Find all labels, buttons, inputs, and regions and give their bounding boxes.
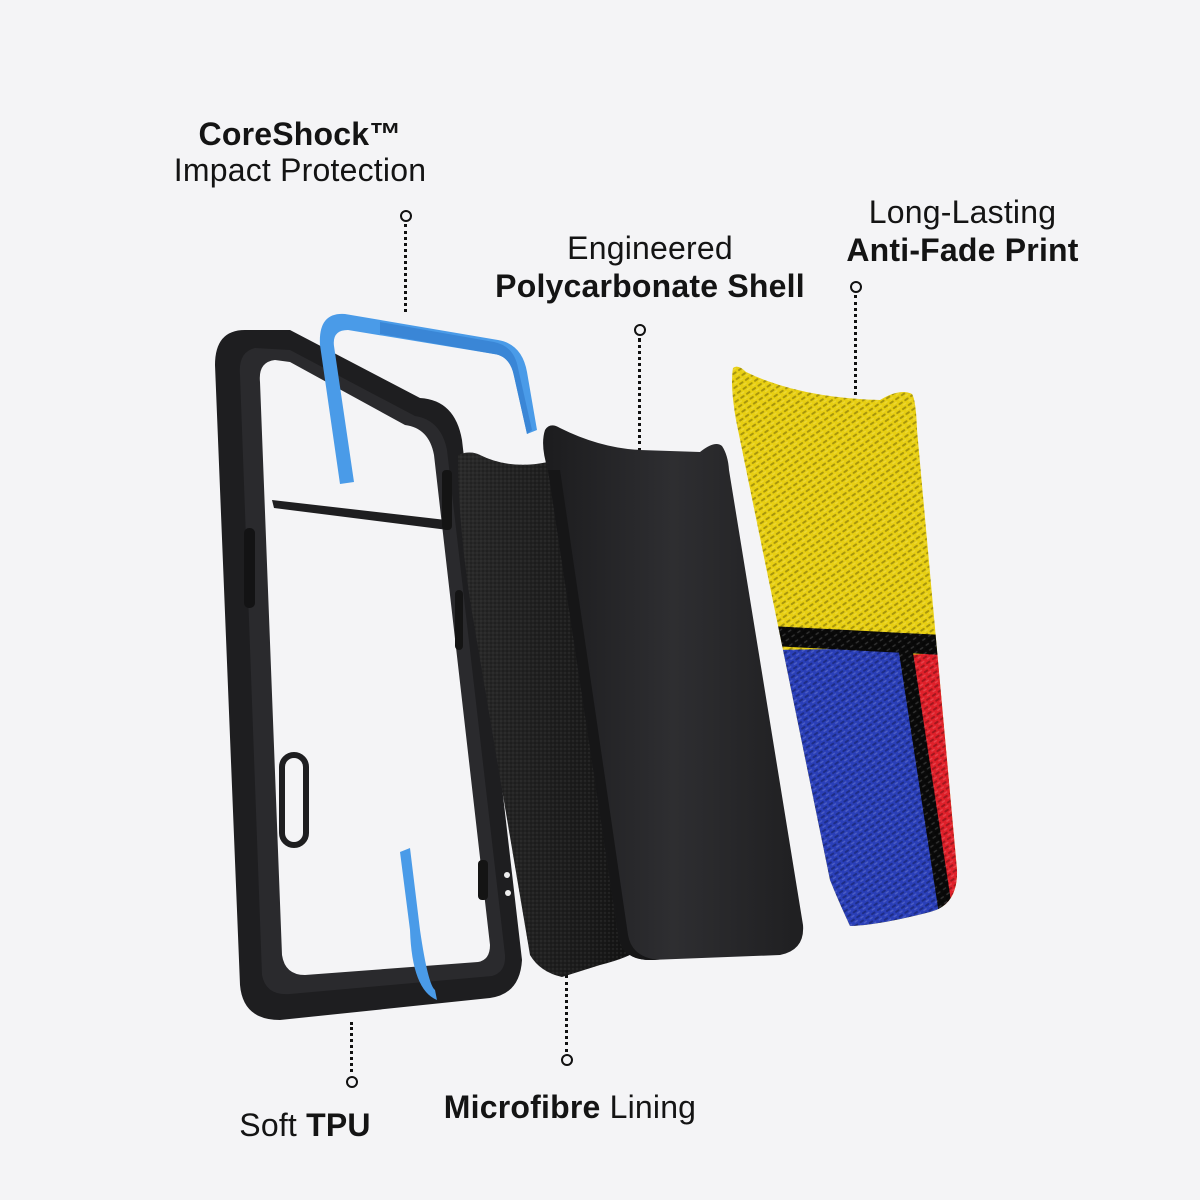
polycarbonate-leader-line: [638, 338, 641, 452]
print-subtitle: Long-Lasting: [868, 194, 1057, 230]
print-pin-icon: [850, 281, 862, 293]
tpu-prefix: Soft: [239, 1107, 298, 1143]
polycarbonate-callout: Engineered Polycarbonate Shell: [470, 229, 830, 305]
print-leader-line: [854, 295, 857, 395]
polycarbonate-pin-icon: [634, 324, 646, 336]
polycarbonate-title: Polycarbonate Shell: [495, 268, 805, 304]
coreshock-pin-icon: [400, 210, 412, 222]
tpu-pin-icon: [346, 1076, 358, 1088]
tpu-callout: Soft TPU: [220, 1106, 390, 1144]
print-title: Anti-Fade Print: [846, 232, 1079, 268]
microfibre-pin-icon: [561, 1054, 573, 1066]
tpu-title: TPU: [306, 1107, 371, 1143]
microfibre-suffix: Lining: [609, 1089, 697, 1125]
microfibre-title: Microfibre: [443, 1089, 601, 1125]
coreshock-insert-bottom: [400, 848, 437, 1000]
tpu-bumper-frame: [215, 330, 522, 1020]
coreshock-callout: CoreShock™ Impact Protection: [140, 115, 460, 189]
tpu-leader-line: [350, 1022, 353, 1072]
print-callout: Long-Lasting Anti-Fade Print: [820, 193, 1105, 269]
microfibre-callout: Microfibre Lining: [420, 1088, 720, 1126]
coreshock-insert-top: [319, 313, 537, 484]
coreshock-subtitle: Impact Protection: [173, 152, 427, 188]
coreshock-title: CoreShock™: [198, 116, 402, 152]
polycarbonate-subtitle: Engineered: [567, 230, 733, 266]
coreshock-leader-line: [404, 224, 407, 312]
microfibre-leader-line: [565, 975, 568, 1052]
polycarbonate-shell: [543, 425, 804, 960]
